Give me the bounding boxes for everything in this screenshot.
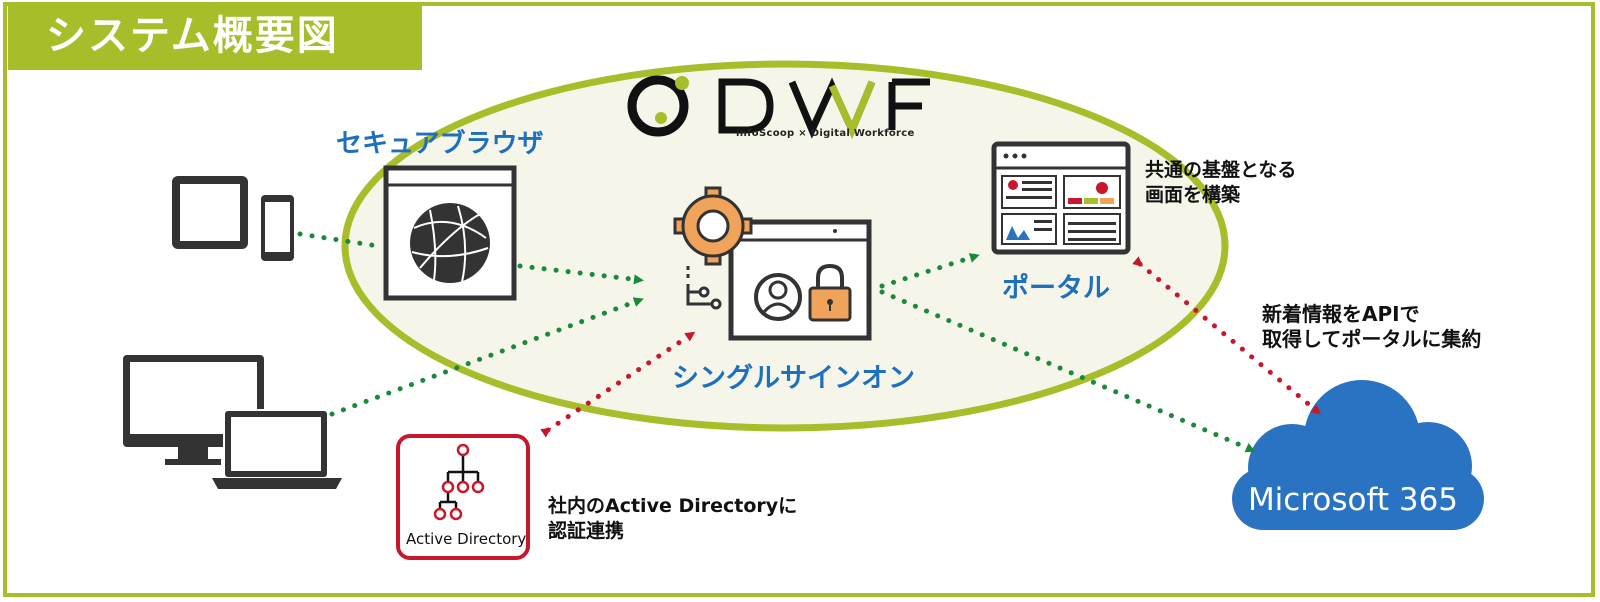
portal-window-icon	[991, 141, 1131, 255]
user-icon	[754, 273, 802, 321]
sso-connector-icon	[686, 266, 722, 310]
m365-label: Microsoft 365	[1247, 482, 1459, 518]
portal-note: 共通の基盤となる 画面を構築	[1145, 158, 1296, 208]
ad-tree-icon	[396, 434, 530, 560]
arrow-mobile-to-browser	[297, 231, 381, 249]
laptop-icon	[212, 409, 342, 489]
gear-icon	[673, 186, 753, 266]
green-arrows	[297, 231, 1256, 453]
page-title: システム概要図	[8, 2, 422, 70]
ad-note-line-2: 認証連携	[548, 520, 625, 542]
portal-label: ポータル	[1002, 273, 1110, 304]
arrow-browser-to-sso	[517, 263, 644, 285]
arrow-sso-to-portal	[879, 253, 980, 289]
portal-note-line-1: 共通の基盤となる	[1145, 159, 1297, 181]
outer-frame	[3, 2, 1595, 597]
api-note: 新着情報をAPIで 取得してポータルに集約	[1262, 302, 1481, 352]
smartphone-icon	[259, 193, 296, 263]
api-note-line-1: 新着情報をAPIで	[1262, 302, 1420, 326]
sso-label: シングルサインオン	[672, 363, 915, 394]
ad-label: Active Directory	[406, 530, 527, 548]
ad-note: 社内のActive Directoryに 認証連携	[548, 494, 797, 544]
arrow-portal-m365	[1132, 256, 1322, 415]
arrow-ad-sso	[540, 331, 696, 438]
lock-icon	[808, 263, 852, 322]
portal-note-line-2: 画面を構築	[1145, 184, 1241, 206]
dwf-logo-icon	[627, 75, 930, 139]
browser-globe-icon	[383, 165, 517, 301]
cloud-icon	[1232, 380, 1484, 530]
dwf-tagline: infoScoop × Digital Workforce	[736, 128, 915, 139]
tablet-icon	[172, 176, 248, 249]
ad-note-line-1: 社内のActive Directoryに	[548, 495, 798, 517]
secure-browser-label: セキュアブラウザ	[336, 129, 544, 159]
red-arrows	[540, 256, 1322, 438]
api-note-line-2: 取得してポータルに集約	[1262, 327, 1482, 351]
